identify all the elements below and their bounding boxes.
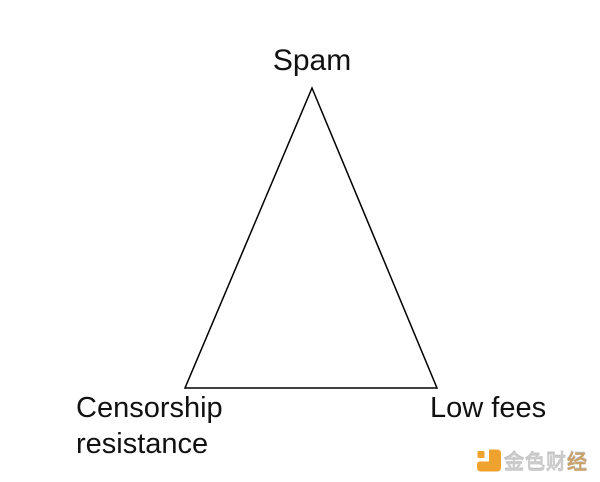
- watermark-text: 金色财经: [504, 446, 588, 475]
- watermark-text-accent: 经: [567, 452, 588, 474]
- triangle-outline: [183, 86, 439, 389]
- watermark-text-main: 金色财: [504, 452, 567, 474]
- vertex-label-censorship-resistance: Censorship resistance: [76, 392, 223, 460]
- jinse-logo-square: [477, 451, 485, 458]
- jinse-logo-icon: [477, 449, 501, 472]
- vertex-label-low-fees: Low fees: [430, 392, 547, 424]
- jinse-logo-j-shape: [477, 449, 501, 472]
- jinse-finance-watermark: 金色财经: [477, 446, 588, 475]
- vertex-label-spam: Spam: [272, 44, 352, 77]
